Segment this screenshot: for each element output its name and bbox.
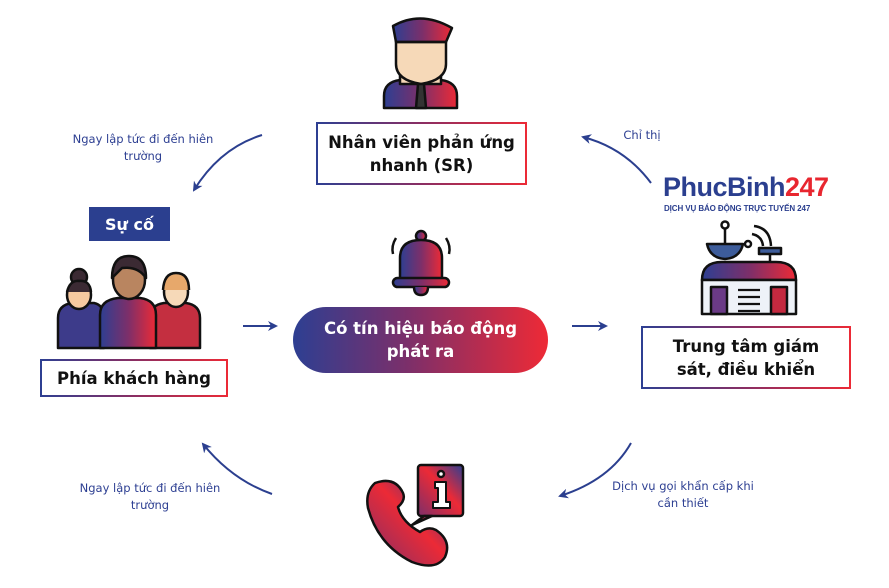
- arrow-call-to-customer: [201, 442, 273, 495]
- arrow-center-to-responder: [581, 134, 652, 184]
- responder-node: Nhân viên phản ứng nhanh (SR): [316, 122, 527, 185]
- alarm-label: Có tín hiệu báo động phát ra: [323, 319, 518, 361]
- caption-center-to-responder: Chỉ thị: [623, 128, 661, 142]
- customer-node: Phía khách hàng: [40, 359, 228, 397]
- brand-name-red: 247: [785, 172, 829, 202]
- alarm-node: Có tín hiệu báo động phát ra: [293, 307, 548, 373]
- center-label: Trung tâm giám sát, điều khiển: [672, 336, 820, 379]
- caption-responder-to-customer: Ngay lập tức đi đến hiên trường: [72, 132, 214, 163]
- brand-logo: PhucBinh247: [663, 172, 829, 202]
- security-guard-icon: [382, 17, 459, 110]
- center-node: Trung tâm giám sát, điều khiển: [641, 326, 851, 389]
- arrow-responder-to-customer: [192, 134, 263, 192]
- phone-info-icon: [366, 463, 465, 567]
- responder-label: Nhân viên phản ứng nhanh (SR): [328, 132, 515, 175]
- arrow-center-to-call: [558, 442, 632, 499]
- customer-label: Phía khách hàng: [57, 368, 211, 388]
- ringing-bell-icon: [391, 229, 451, 297]
- incident-badge-label: Sự cố: [105, 214, 154, 234]
- caption-call-to-customer: Ngay lập tức đi đến hiên trường: [79, 481, 221, 512]
- incident-badge: Sự cố: [89, 207, 170, 241]
- brand-tagline: DỊCH VỤ BÁO ĐỘNG TRỰC TUYẾN 247: [664, 204, 811, 213]
- people-group-icon: [56, 254, 202, 350]
- caption-center-to-call: Dịch vụ gọi khẩn cấp khi cần thiết: [612, 479, 754, 510]
- brand-name-blue: PhucBinh: [663, 172, 786, 202]
- monitoring-station-icon: [700, 220, 798, 316]
